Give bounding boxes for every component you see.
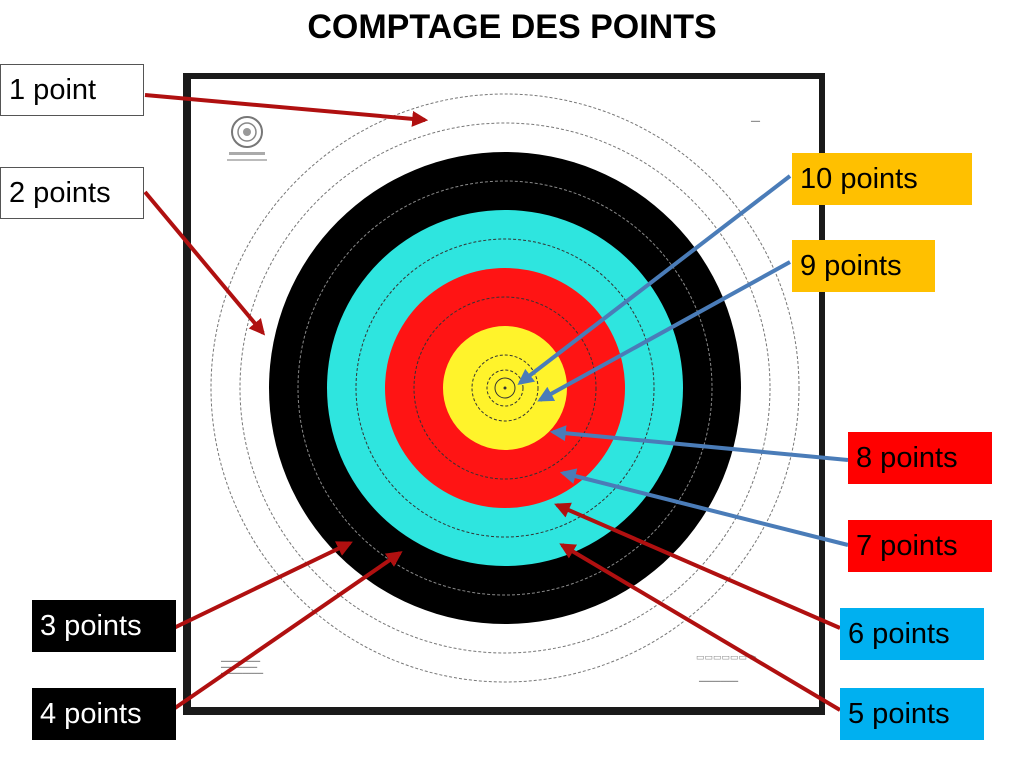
target-reference-print: ━━━ <box>751 119 761 125</box>
target-maker-mark: ▭▭▭▭▭▭ ➤ <box>696 652 758 662</box>
target-maker-fineprint: ━━━━━━━━━━━━━ <box>699 679 739 685</box>
page-title: COMPTAGE DES POINTS <box>307 8 717 46</box>
score-label-9: 9 points <box>792 240 935 292</box>
score-label-4: 4 points <box>32 688 176 740</box>
score-label-7: 7 points <box>848 520 992 572</box>
score-label-5: 5 points <box>840 688 984 740</box>
target-fineprint: ━━━━━━━━━━━━━━━━━━━━━━━━━━━━━━━━━━━━━━━ <box>221 659 264 677</box>
score-label-10: 10 points <box>792 153 972 205</box>
target-face-frame: ━━━ ━━━━━━━━━━━━━━━━━━━━━━━━━━━━━━━━━━━━… <box>183 73 825 715</box>
score-label-6: 6 points <box>840 608 984 660</box>
score-label-2: 2 points <box>0 167 144 219</box>
score-label-1: 1 point <box>0 64 144 116</box>
score-label-8: 8 points <box>848 432 992 484</box>
score-label-3: 3 points <box>32 600 176 652</box>
